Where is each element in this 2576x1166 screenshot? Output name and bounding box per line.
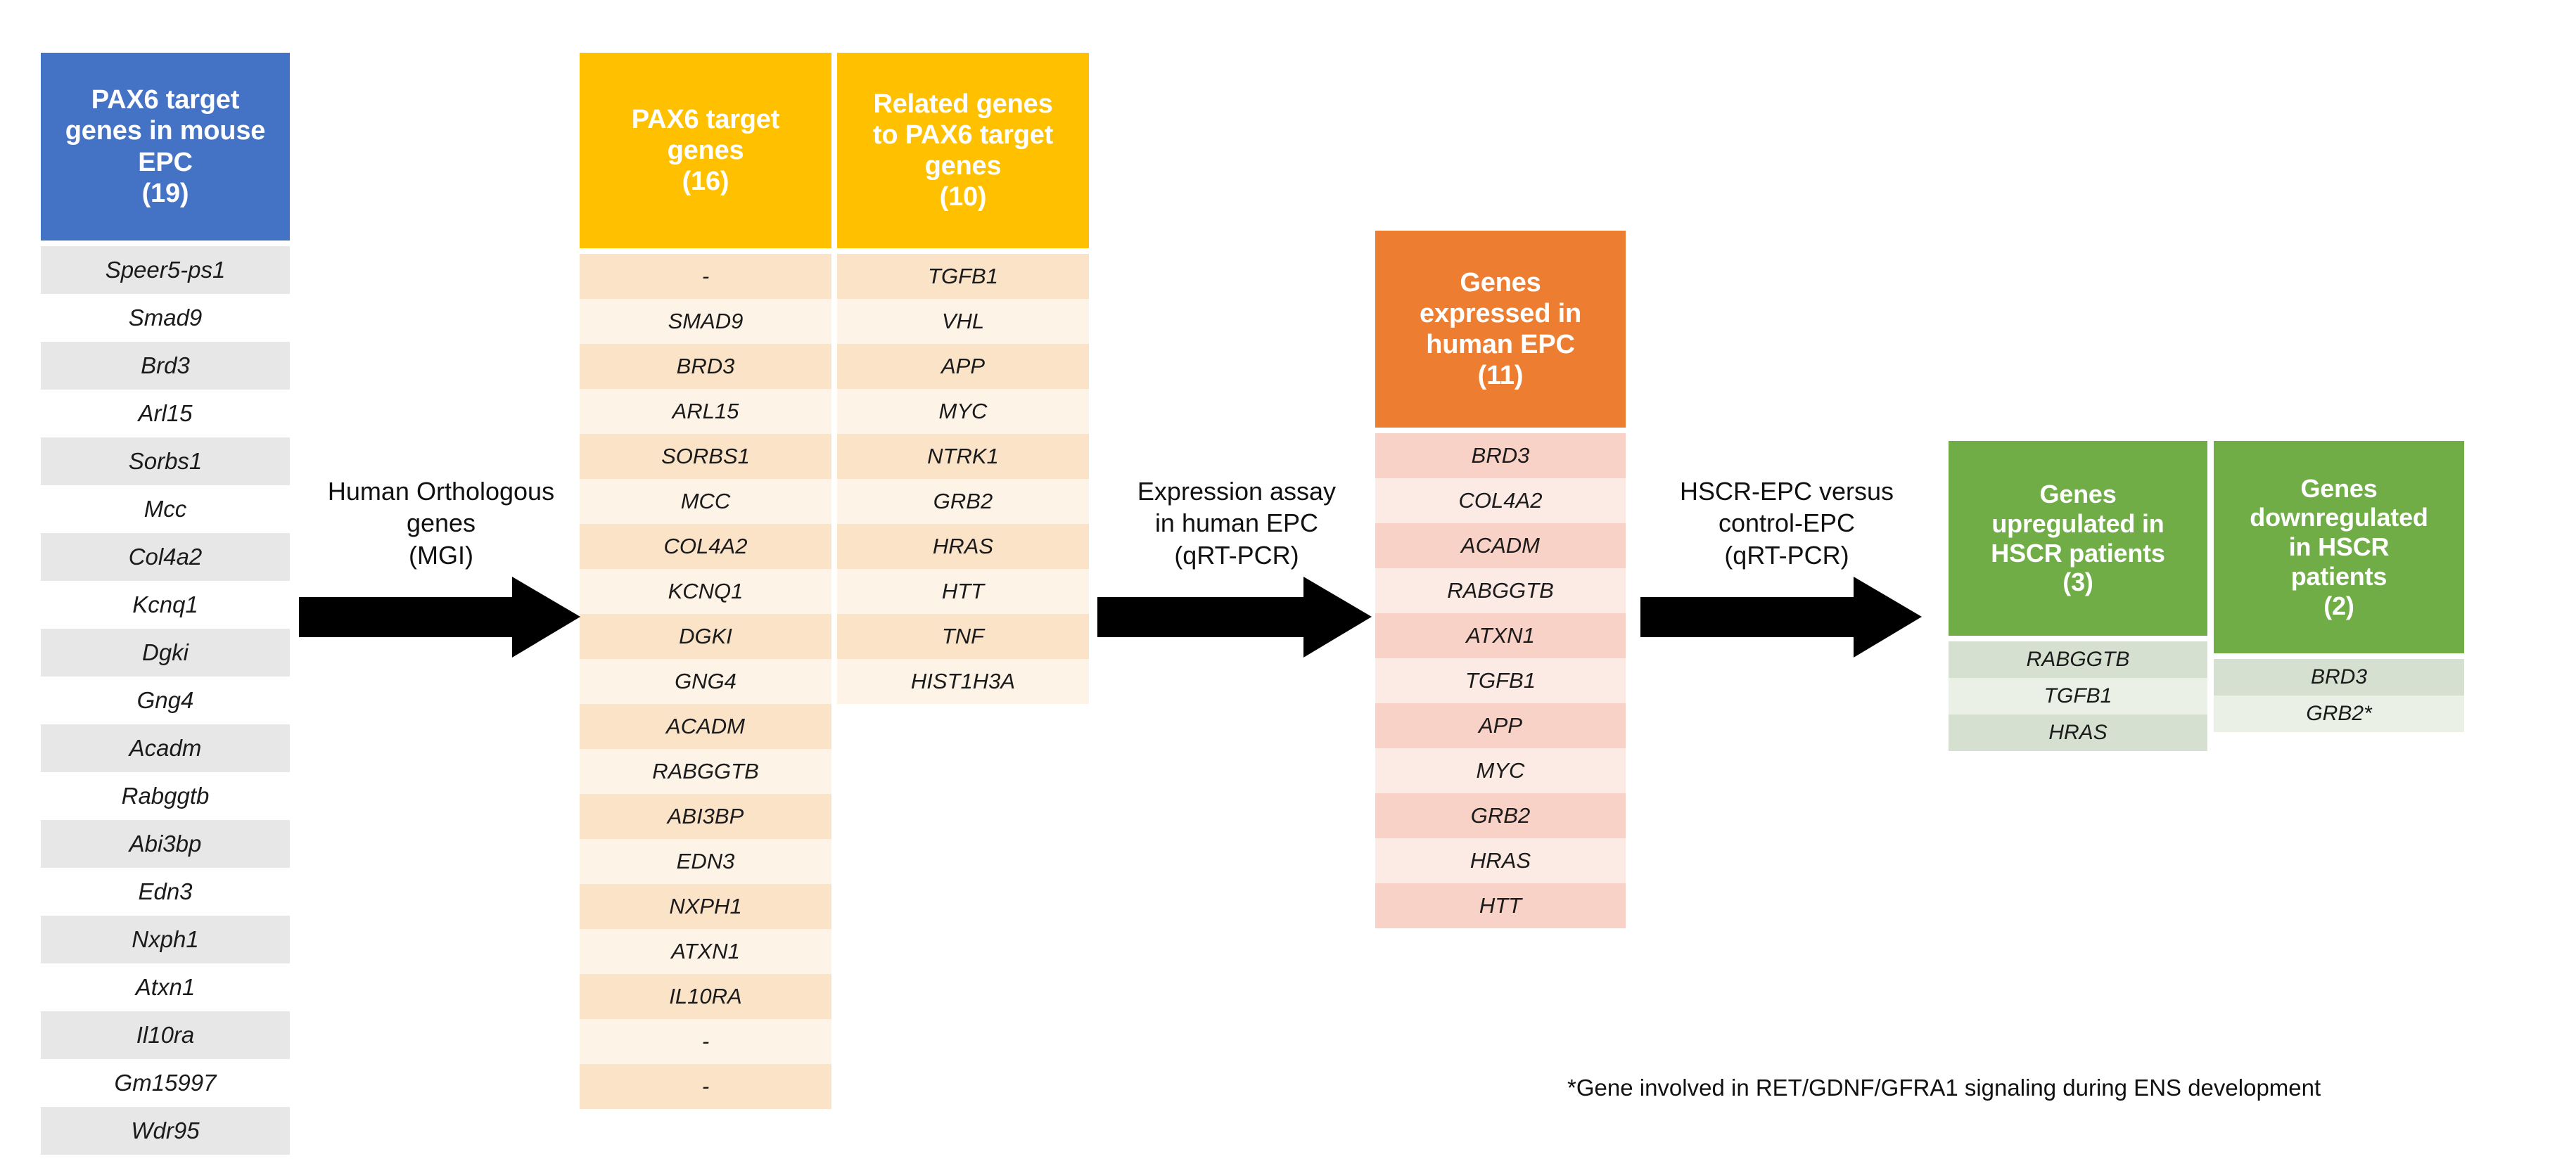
gene-row: TGFB1 (1375, 658, 1626, 703)
gene-row: Mcc (41, 485, 290, 533)
step-label-human-orthologous: Human Orthologous genes (MGI) (327, 477, 555, 570)
gene-row: GRB2 (837, 479, 1089, 524)
gene-row: TNF (837, 614, 1089, 659)
gene-row: COL4A2 (1375, 478, 1626, 523)
gene-row: HRAS (837, 524, 1089, 569)
step-label-hscr-vs-control: HSCR-EPC versus control-EPC (qRT-PCR) (1679, 477, 1894, 570)
gene-row: BRD3 (580, 344, 831, 389)
gene-row: HIST1H3A (837, 659, 1089, 704)
gene-row: Smad9 (41, 294, 290, 342)
column-downregulated-hscr: Genes downregulated in HSCR patients (2)… (2214, 441, 2464, 732)
column-related-genes: Related genes to PAX6 target genes (10) … (837, 53, 1089, 704)
arrow-right-icon-step3 (1640, 577, 1922, 658)
gene-row: HRAS (1375, 838, 1626, 883)
gene-row: GRB2 (1375, 793, 1626, 838)
column-header-pax6-target-genes: PAX6 target genes (16) (580, 53, 831, 248)
gene-row: Kcnq1 (41, 581, 290, 629)
arrow-right-icon-step2 (1097, 577, 1372, 658)
gene-row: Acadm (41, 724, 290, 772)
gene-row: Gng4 (41, 677, 290, 724)
gene-row: VHL (837, 299, 1089, 344)
gene-row: BRD3 (1375, 433, 1626, 478)
gene-row: TGFB1 (1949, 678, 2207, 715)
gene-row: HTT (1375, 883, 1626, 928)
arrow-right-icon-step1 (299, 577, 580, 658)
column-mouse-epc: PAX6 target genes in mouse EPC (19) Spee… (41, 53, 290, 1155)
gene-row: RABGGTB (580, 749, 831, 794)
gene-row: ATXN1 (1375, 613, 1626, 658)
gene-row: Rabggtb (41, 772, 290, 820)
gene-row: EDN3 (580, 839, 831, 884)
column-upregulated-hscr: Genes upregulated in HSCR patients (3) R… (1949, 441, 2207, 751)
gene-row: KCNQ1 (580, 569, 831, 614)
column-header-human-epc: Genes expressed in human EPC (11) (1375, 231, 1626, 428)
column-header-mouse-epc: PAX6 target genes in mouse EPC (19) (41, 53, 290, 241)
gene-row: MCC (580, 479, 831, 524)
gene-row: RABGGTB (1375, 568, 1626, 613)
column-header-downregulated-hscr: Genes downregulated in HSCR patients (2) (2214, 441, 2464, 653)
gene-row: NXPH1 (580, 884, 831, 929)
gene-row: Arl15 (41, 390, 290, 437)
gene-row: APP (837, 344, 1089, 389)
gene-row: - (580, 254, 831, 299)
gene-row: TGFB1 (837, 254, 1089, 299)
gene-row: SMAD9 (580, 299, 831, 344)
gene-row: RABGGTB (1949, 641, 2207, 678)
gene-row: GNG4 (580, 659, 831, 704)
gene-row: ABI3BP (580, 794, 831, 839)
gene-row: MYC (1375, 748, 1626, 793)
gene-row: IL10RA (580, 974, 831, 1019)
gene-row: - (580, 1064, 831, 1109)
gene-row: HRAS (1949, 715, 2207, 751)
gene-row: ATXN1 (580, 929, 831, 974)
gene-row: MYC (837, 389, 1089, 434)
gene-row: Atxn1 (41, 963, 290, 1011)
gene-row: SORBS1 (580, 434, 831, 479)
gene-row: ARL15 (580, 389, 831, 434)
gene-row: ACADM (1375, 523, 1626, 568)
gene-row: DGKI (580, 614, 831, 659)
gene-row: Dgki (41, 629, 290, 677)
column-header-upregulated-hscr: Genes upregulated in HSCR patients (3) (1949, 441, 2207, 636)
footnote: *Gene involved in RET/GDNF/GFRA1 signali… (1567, 1075, 2321, 1101)
column-header-related-genes: Related genes to PAX6 target genes (10) (837, 53, 1089, 248)
gene-row: Speer5-ps1 (41, 246, 290, 294)
gene-row: BRD3 (2214, 659, 2464, 696)
gene-row: NTRK1 (837, 434, 1089, 479)
gene-row: ACADM (580, 704, 831, 749)
gene-row: HTT (837, 569, 1089, 614)
gene-row: Gm15997 (41, 1059, 290, 1107)
gene-row: Sorbs1 (41, 437, 290, 485)
gene-row: APP (1375, 703, 1626, 748)
gene-row: Wdr95 (41, 1107, 290, 1155)
gene-row: Col4a2 (41, 533, 290, 581)
gene-row: Brd3 (41, 342, 290, 390)
step-label-expression-assay: Expression assay in human EPC (qRT-PCR) (1137, 477, 1337, 570)
gene-row: Nxph1 (41, 916, 290, 963)
gene-row: - (580, 1019, 831, 1064)
gene-row: Il10ra (41, 1011, 290, 1059)
gene-row: COL4A2 (580, 524, 831, 569)
gene-row: Abi3bp (41, 820, 290, 868)
gene-row: Edn3 (41, 868, 290, 916)
gene-row: GRB2* (2214, 696, 2464, 732)
